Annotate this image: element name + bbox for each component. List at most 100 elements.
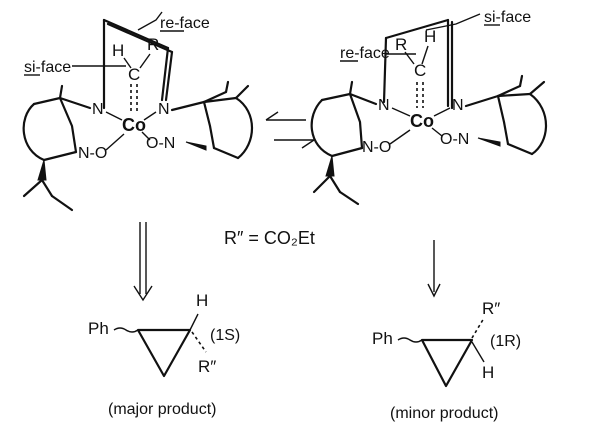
substituent-definition: R″ = CO₂Et (224, 228, 315, 248)
right-atom-n-right: N (452, 97, 464, 114)
left-complex: re-face si-face H R C Co N N N-O O-N (22, 11, 253, 212)
right-product-wavy-bond (397, 337, 423, 343)
right-cage-top-right-b (496, 92, 532, 98)
left-cage-methyl-left (58, 84, 64, 100)
right-cage-curve-left (310, 98, 334, 158)
left-atom-n-left: N (92, 101, 104, 118)
right-plane-edge-top (384, 18, 450, 40)
right-plane-edge-left (382, 36, 388, 104)
left-product-bond-r (191, 331, 207, 353)
left-bond-c-r (139, 53, 151, 69)
right-no-right: O-N (440, 131, 469, 148)
right-product-caption: (minor product) (390, 405, 498, 422)
right-product-r: R″ (482, 299, 500, 318)
right-bond-n-co (391, 107, 411, 117)
left-bond-co-n (143, 111, 157, 121)
left-isopropyl-b (40, 178, 54, 198)
left-atom-n-right: N (158, 101, 170, 118)
equilibrium-arrows (265, 111, 315, 149)
left-product: Ph H R″ (1S) (major product) (88, 291, 240, 418)
left-product-r: R″ (198, 357, 216, 376)
right-cage-methyl-right-a (518, 74, 524, 88)
equilibrium-reverse-barb (301, 139, 315, 149)
left-cage-curve-right (234, 96, 253, 160)
left-si-face-label: si-face (24, 59, 71, 76)
right-re-face-label: re-face (340, 45, 390, 62)
left-cage-bottom-right (212, 146, 240, 160)
left-cage-methyl-right-b (234, 84, 250, 100)
left-plane-edge-top (102, 18, 170, 50)
right-atom-co: Co (410, 111, 434, 131)
left-product-config: (1S) (210, 327, 240, 344)
left-cage-inner-right (202, 100, 216, 150)
left-bond-co-o (141, 131, 151, 141)
right-product-ph: Ph (372, 329, 393, 348)
right-cage-wedge-left (325, 155, 335, 177)
left-bond-o-co (105, 133, 125, 151)
right-cage-inner-right (496, 94, 510, 146)
right-bond-co-o (431, 127, 443, 137)
right-bond-o-co (389, 129, 411, 145)
major-arrow-head (133, 285, 153, 302)
left-isopropyl-c (50, 194, 74, 212)
right-product-h: H (482, 363, 494, 382)
right-isopropyl-c (338, 190, 360, 206)
left-no-left: N-O (78, 145, 107, 162)
right-bond-c-h (421, 45, 429, 65)
right-si-face-label: si-face (484, 9, 531, 26)
right-cage-curve-right (528, 92, 547, 156)
left-plane-edge-right (164, 50, 174, 102)
right-no-left: N-O (362, 139, 391, 156)
left-product-caption: (major product) (108, 401, 216, 418)
left-atom-r: R (147, 35, 159, 54)
left-cage-bottom-left (42, 150, 78, 162)
left-cage-curve-left (22, 102, 46, 162)
left-atom-c: C (128, 65, 140, 84)
left-product-h: H (196, 291, 208, 310)
right-product-cyclopropane (420, 338, 474, 388)
left-plane-edge-top-inner (106, 22, 174, 54)
right-cage-bottom-left (330, 146, 364, 158)
left-product-bond-h (189, 313, 199, 331)
right-bond-c-r (404, 51, 415, 65)
right-product-bond-r (471, 317, 485, 339)
right-cage-inner-left (348, 92, 364, 150)
left-isopropyl-a (22, 178, 44, 198)
left-cage-methyl-right-a (224, 80, 230, 94)
right-product: Ph R″ H (1R) (minor product) (372, 299, 521, 422)
right-bond-co-n (433, 107, 451, 117)
right-cage-wedge-right (477, 137, 501, 147)
right-product-config: (1R) (490, 333, 521, 350)
right-cage-bottom-right (506, 142, 534, 156)
right-complex: si-face re-face R H C Co N N N-O O-N (310, 9, 547, 206)
right-si-face-pointer (425, 13, 481, 31)
left-re-face-label: re-face (160, 15, 210, 32)
left-product-wavy-bond (113, 327, 139, 333)
left-cage-inner-left (58, 96, 78, 154)
right-cage-methyl-right-b (528, 80, 546, 96)
left-product-ph: Ph (88, 319, 109, 338)
left-no-right: O-N (146, 135, 175, 152)
right-atom-n-left: N (378, 97, 390, 114)
major-pathway-arrow (133, 222, 153, 302)
left-cage-wedge-right (185, 141, 207, 151)
left-cage-top-right-b (202, 96, 238, 104)
left-re-face-pointer (137, 11, 163, 31)
left-bond-c-h (123, 57, 132, 69)
left-atom-co: Co (122, 115, 146, 135)
left-plane-edge-right-inner (160, 46, 170, 102)
right-atom-h: H (424, 27, 436, 46)
left-product-cyclopropane (136, 328, 192, 378)
right-isopropyl-a (312, 174, 332, 194)
minor-arrow-head (427, 283, 441, 298)
right-cage-methyl-left (348, 80, 354, 96)
right-atom-r: R (395, 35, 407, 54)
left-bond-n-co (105, 111, 123, 121)
equilibrium-forward-barb (265, 111, 279, 121)
right-isopropyl-b (328, 174, 342, 194)
right-atom-c: C (414, 61, 426, 80)
minor-pathway-arrow (427, 240, 441, 298)
right-cage-top-left (320, 92, 378, 106)
right-product-bond-h (471, 341, 485, 363)
